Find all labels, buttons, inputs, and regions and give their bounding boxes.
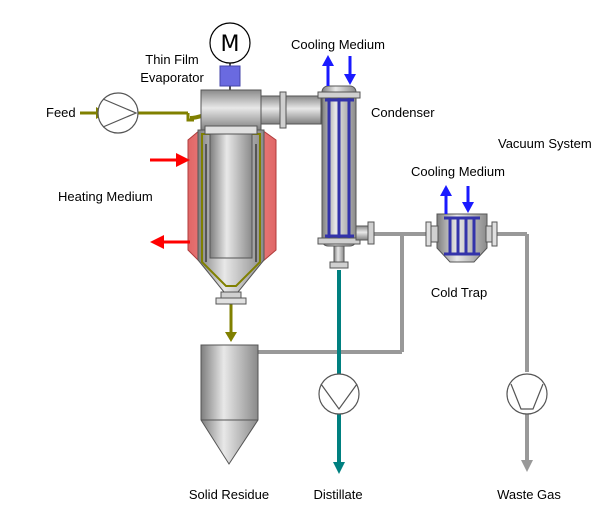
residue-line: [225, 302, 237, 342]
motor-coupling: [219, 65, 241, 87]
cold-trap-cooling-in-arrow: [462, 186, 474, 213]
cold-trap: [425, 213, 498, 263]
heating-medium-label: Heating Medium: [58, 189, 153, 204]
heating-inlet-arrow: [150, 153, 190, 167]
feed-pump: [97, 92, 139, 134]
cold-trap-cooling-out-arrow: [440, 185, 452, 214]
condenser: [317, 85, 375, 269]
condenser-tube-bundle: [325, 98, 354, 238]
condenser-cooling-out-arrow: [322, 55, 334, 86]
rotor: [209, 131, 253, 259]
motor-icon: [209, 22, 251, 64]
residue-vessel: [200, 344, 259, 465]
cold-trap-cooling-medium-label: Cooling Medium: [411, 164, 505, 179]
condenser-cooling-medium-label: Cooling Medium: [291, 37, 385, 52]
motor-label: M: [221, 32, 240, 57]
vacuum-line: [258, 232, 533, 472]
feed-label: Feed: [46, 105, 76, 120]
solid-residue-label: Solid Residue: [189, 487, 269, 502]
vacuum-system-label: Vacuum System: [498, 136, 592, 151]
cold-trap-tube-bundle: [444, 216, 480, 256]
condenser-label: Condenser: [371, 105, 435, 120]
cold-trap-label: Cold Trap: [431, 285, 487, 300]
evaporator-label-line2: Evaporator: [140, 70, 204, 85]
vacuum-pump: [506, 373, 548, 415]
distillate-label: Distillate: [313, 487, 362, 502]
condenser-cooling-in-arrow: [344, 56, 356, 85]
evaporator-label-line1: Thin Film: [145, 52, 198, 67]
waste-gas-label: Waste Gas: [497, 487, 561, 502]
heating-outlet-arrow: [150, 235, 190, 249]
thin-film-evaporator: [187, 89, 322, 305]
distillate-line: [333, 270, 345, 474]
distillate-pump: [318, 373, 360, 415]
vapor-duct: [260, 95, 322, 125]
